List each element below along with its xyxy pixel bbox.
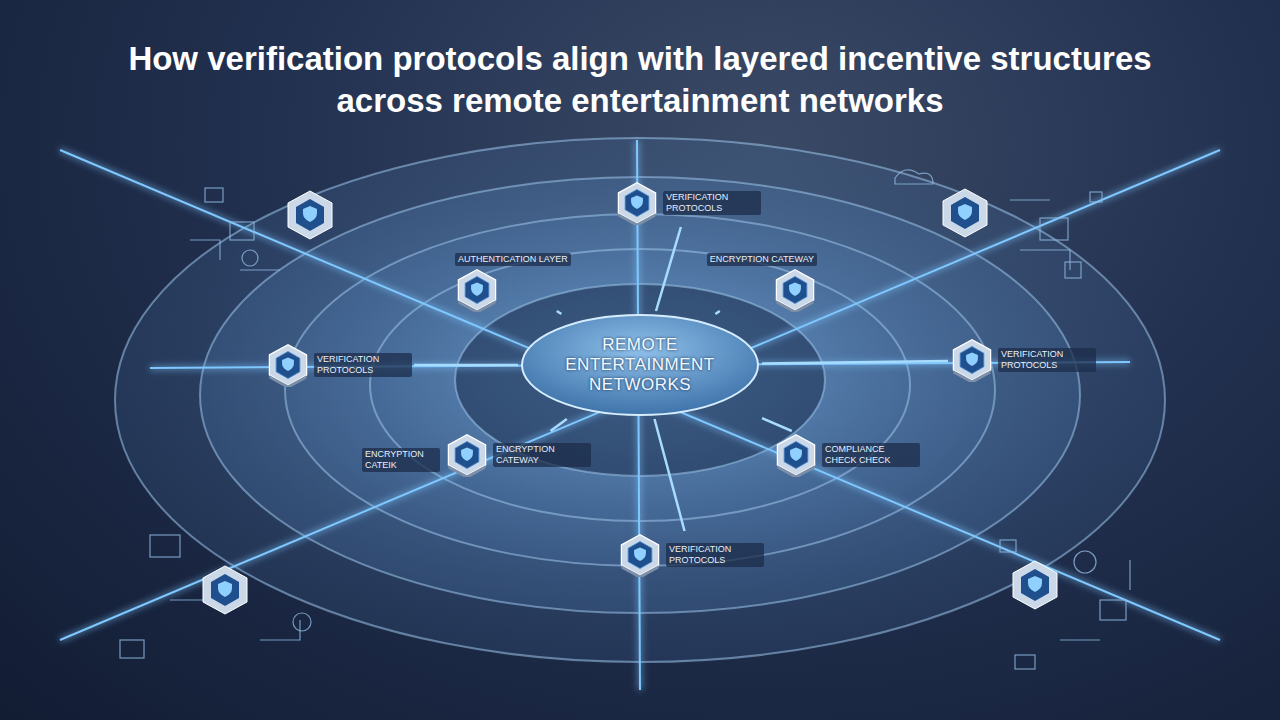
node-label: VERIFICATION PROTOCOLS xyxy=(998,348,1096,372)
node-label: VERIFICATION PROTOCOLS xyxy=(314,353,412,377)
side-circuits xyxy=(120,170,1130,669)
hex-icon xyxy=(774,433,818,477)
hex-node: VERIFICATION PROTOCOLS xyxy=(266,343,412,387)
hub-label: REMOTE ENTERTAINMENT NETWORKS xyxy=(555,335,725,395)
radial-lines xyxy=(60,140,1220,690)
hex-icon xyxy=(950,338,994,382)
hex-icon xyxy=(618,533,662,577)
hex-icon xyxy=(773,268,817,312)
node-label: AUTHENTICATION LAYER xyxy=(455,253,571,266)
connector xyxy=(762,361,948,363)
hex-node: ENCRYPTION CATEWAY xyxy=(445,433,591,477)
connector xyxy=(557,311,562,314)
hex-icon xyxy=(455,268,499,312)
connector xyxy=(715,311,719,314)
connector xyxy=(762,418,792,431)
hex-node: VERIFICATION PROTOCOLS xyxy=(615,181,761,225)
center-hub: REMOTE ENTERTAINMENT NETWORKS xyxy=(520,313,760,417)
hex-icon xyxy=(445,433,489,477)
hex-node: COMPLIANCE CHECK CHECK xyxy=(774,433,920,477)
node-label: ENCRYPTION CATEWAY xyxy=(493,443,591,467)
connector xyxy=(414,365,518,366)
free-label: ENCRYPTION CATEIK xyxy=(362,448,440,472)
connector xyxy=(656,227,681,311)
hex-icon xyxy=(615,181,659,225)
hex-node: VERIFICATION PROTOCOLS xyxy=(950,338,1096,382)
node-label: ENCRYPTION CATEWAY xyxy=(707,253,817,266)
connector xyxy=(654,419,684,531)
node-label: VERIFICATION PROTOCOLS xyxy=(663,191,761,215)
hex-node: ENCRYPTION CATEWAY xyxy=(707,253,817,312)
hex-node: VERIFICATION PROTOCOLS xyxy=(618,533,764,577)
outer-hex-icons xyxy=(203,189,1057,614)
connector xyxy=(551,419,567,431)
node-label: COMPLIANCE CHECK CHECK xyxy=(822,443,920,467)
title: How verification protocols align with la… xyxy=(90,38,1190,122)
hex-icon xyxy=(266,343,310,387)
hex-node: AUTHENTICATION LAYER xyxy=(455,253,571,312)
node-label: VERIFICATION PROTOCOLS xyxy=(666,543,764,567)
